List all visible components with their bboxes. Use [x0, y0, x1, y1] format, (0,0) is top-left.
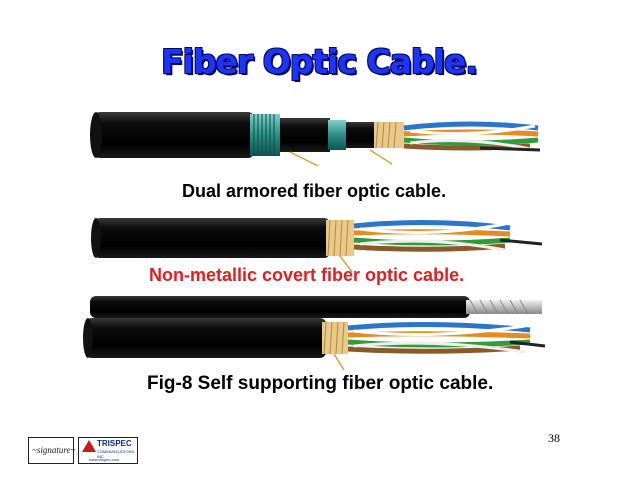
caption-non-metallic: Non-metallic covert fiber optic cable. [149, 265, 465, 285]
non-metallic-cable [91, 218, 543, 273]
slide-title: Fiber Optic Cable. [161, 42, 478, 81]
brand-name: TRISPEC [97, 439, 132, 448]
brand-subtitle: COMMUNICATIONS INC [97, 449, 135, 459]
brand-web: www.trispec.com [89, 457, 120, 462]
signature-mark: ~signature~ [32, 445, 76, 455]
trispec-logo: TRISPEC COMMUNICATIONS INC www.trispec.c… [78, 437, 138, 464]
fig8-cable [83, 296, 546, 371]
dual-armored-cable [90, 112, 541, 167]
page-number: 38 [548, 431, 560, 445]
signature-logo: ~signature~ [28, 437, 76, 464]
caption-fig8: Fig-8 Self supporting fiber optic cable. [147, 373, 494, 394]
triangle-icon [82, 440, 96, 452]
caption-dual-armored: Dual armored fiber optic cable. [182, 181, 447, 201]
